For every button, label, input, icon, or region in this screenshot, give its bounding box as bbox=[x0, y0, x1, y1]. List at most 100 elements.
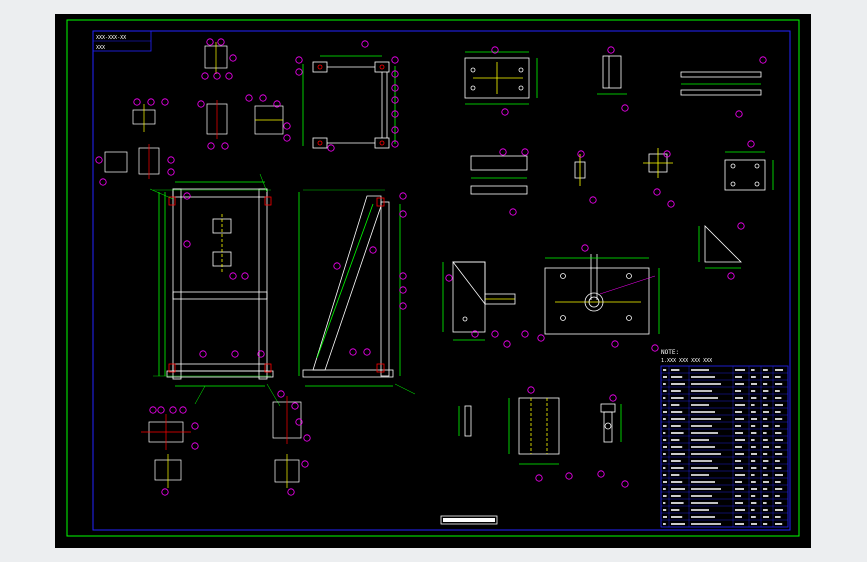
part-balloon bbox=[399, 286, 407, 294]
part-balloon bbox=[167, 156, 175, 164]
part-balloon bbox=[759, 56, 767, 64]
part-balloon bbox=[303, 434, 311, 442]
part-balloon bbox=[527, 386, 535, 394]
part-balloon bbox=[257, 350, 265, 358]
bottom-left-details bbox=[141, 396, 302, 488]
part-balloons bbox=[95, 38, 767, 496]
part-balloon bbox=[747, 140, 755, 148]
header-block: XXX-XXX-XX XXX bbox=[92, 30, 152, 52]
part-balloon bbox=[727, 272, 735, 280]
part-balloon bbox=[245, 94, 253, 102]
header-line2: XXX bbox=[96, 45, 105, 51]
part-balloon bbox=[577, 150, 585, 158]
part-balloon bbox=[399, 302, 407, 310]
drawing-sheet[interactable]: XXX-XXX-XX XXX bbox=[55, 14, 811, 548]
part-balloon bbox=[229, 272, 237, 280]
part-balloon bbox=[229, 54, 237, 62]
part-balloon bbox=[663, 150, 671, 158]
part-balloon bbox=[597, 470, 605, 478]
plate-detail-a bbox=[464, 51, 538, 105]
connection-detail-left bbox=[442, 261, 516, 341]
small-details-topleft bbox=[104, 42, 284, 179]
part-balloon bbox=[509, 208, 517, 216]
bar-detail bbox=[680, 71, 762, 96]
part-balloon bbox=[191, 442, 199, 450]
part-balloon bbox=[301, 460, 309, 468]
part-balloon bbox=[399, 192, 407, 200]
part-balloon bbox=[491, 46, 499, 54]
plate-detail-b bbox=[597, 55, 627, 95]
part-balloon bbox=[391, 110, 399, 118]
part-balloon bbox=[611, 340, 619, 348]
scale-bar bbox=[440, 515, 498, 525]
part-balloon bbox=[283, 134, 291, 142]
bom-frame bbox=[660, 365, 789, 528]
notes-title: NOTE: bbox=[661, 349, 679, 356]
part-balloon bbox=[621, 104, 629, 112]
part-balloon bbox=[191, 422, 199, 430]
part-balloon bbox=[589, 196, 597, 204]
part-balloon bbox=[391, 84, 399, 92]
part-balloon bbox=[735, 110, 743, 118]
bolt-detail-b bbox=[600, 403, 622, 443]
part-balloon bbox=[161, 488, 169, 496]
part-balloon bbox=[333, 262, 341, 270]
plan-view bbox=[302, 55, 396, 149]
part-balloon bbox=[199, 350, 207, 358]
part-balloon bbox=[183, 240, 191, 248]
part-balloon bbox=[609, 394, 617, 402]
part-balloon bbox=[503, 340, 511, 348]
header-line1: XXX-XXX-XX bbox=[96, 35, 126, 41]
part-balloon bbox=[521, 330, 529, 338]
part-balloon bbox=[369, 246, 377, 254]
connection-detail-main bbox=[544, 254, 660, 335]
part-balloon bbox=[361, 40, 369, 48]
part-balloon bbox=[445, 274, 453, 282]
part-balloon bbox=[149, 406, 157, 414]
drawing-canvas[interactable]: XXX-XXX-XX XXX bbox=[55, 14, 811, 548]
part-balloon bbox=[283, 122, 291, 130]
part-balloon bbox=[133, 98, 141, 106]
outer-frame bbox=[66, 19, 800, 537]
angle-detail bbox=[470, 155, 528, 195]
part-balloon bbox=[225, 72, 233, 80]
part-balloon bbox=[327, 144, 335, 152]
part-balloon bbox=[391, 140, 399, 148]
part-balloon bbox=[581, 244, 589, 252]
part-balloon bbox=[491, 330, 499, 338]
part-balloon bbox=[349, 348, 357, 356]
part-balloon bbox=[231, 350, 239, 358]
part-balloon bbox=[183, 192, 191, 200]
part-balloon bbox=[295, 56, 303, 64]
bracket-section bbox=[508, 397, 560, 465]
part-balloon bbox=[737, 222, 745, 230]
part-balloon bbox=[147, 98, 155, 106]
part-balloon bbox=[179, 406, 187, 414]
notes-line: 1.XXX XXX XXX XXX bbox=[661, 358, 712, 364]
clip-detail bbox=[574, 148, 673, 186]
part-balloon bbox=[399, 210, 407, 218]
part-balloon bbox=[161, 98, 169, 106]
part-balloon bbox=[391, 56, 399, 64]
part-balloon bbox=[621, 480, 629, 488]
part-balloon bbox=[535, 474, 543, 482]
part-balloon bbox=[259, 94, 267, 102]
part-balloon bbox=[157, 406, 165, 414]
part-balloon bbox=[95, 156, 103, 164]
part-balloon bbox=[169, 406, 177, 414]
part-balloon bbox=[273, 100, 281, 108]
part-balloon bbox=[667, 200, 675, 208]
bom-table[interactable] bbox=[660, 365, 789, 528]
inner-frame bbox=[92, 30, 791, 531]
side-view bbox=[298, 189, 416, 395]
part-balloon bbox=[363, 348, 371, 356]
part-balloon bbox=[291, 402, 299, 410]
bolt-detail-a bbox=[458, 405, 472, 437]
part-balloon bbox=[537, 334, 545, 342]
main-front-view bbox=[149, 173, 281, 407]
part-balloon bbox=[99, 178, 107, 186]
part-balloon bbox=[167, 168, 175, 176]
part-balloon bbox=[213, 72, 221, 80]
part-balloon bbox=[391, 126, 399, 134]
